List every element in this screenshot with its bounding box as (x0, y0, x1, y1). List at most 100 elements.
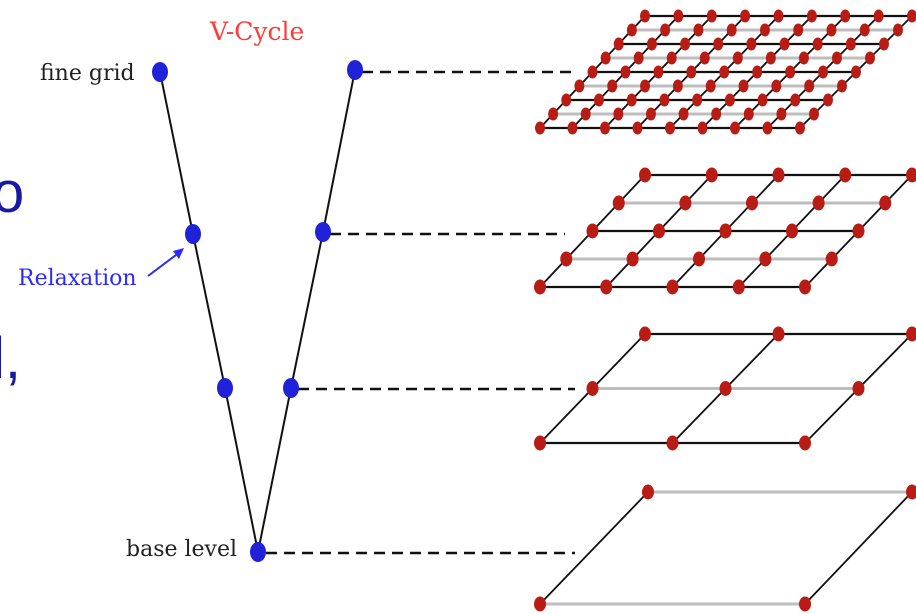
cropped-text-1: o (0, 160, 24, 225)
grid-node (686, 65, 697, 79)
grid-node (706, 9, 717, 23)
grid-node (593, 93, 604, 107)
cropped-text-2: l, (0, 326, 21, 391)
grid-node (809, 107, 819, 121)
grid-node (812, 195, 825, 211)
grid-fine (535, 9, 916, 135)
grid-base (534, 484, 916, 612)
v-cycle-nodes (152, 60, 363, 562)
grid-node (906, 326, 916, 342)
grid-node (732, 279, 745, 295)
grid-node (879, 37, 889, 51)
grid-node (626, 251, 639, 267)
grid-node (825, 251, 838, 267)
grid-node (772, 167, 785, 183)
grid-node (762, 121, 773, 135)
grid-node (906, 484, 916, 500)
grid-node (759, 251, 772, 267)
grid-node (673, 9, 684, 23)
grid-node (705, 79, 716, 93)
grid-levels (534, 9, 916, 612)
grid-node (798, 51, 809, 65)
grid-node (851, 65, 861, 79)
grid-level-3 (534, 326, 916, 451)
grid-node (659, 93, 670, 107)
grid-node (839, 167, 852, 183)
relaxation-label: Relaxation (18, 266, 137, 291)
grid-node (713, 37, 724, 51)
grid-node (812, 37, 823, 51)
node-fine-left (152, 62, 168, 82)
base-level-label: base level (126, 537, 237, 562)
grid-node (785, 65, 796, 79)
grid-node (765, 51, 776, 65)
node-l3-right (283, 378, 299, 398)
grid-node (837, 79, 847, 93)
grid-node (719, 65, 730, 79)
grid-node (831, 51, 842, 65)
grid-node (548, 107, 559, 121)
grid-node (873, 9, 884, 23)
grid-node (561, 93, 572, 107)
v-cycle-line (159, 69, 356, 553)
grid-node (740, 9, 751, 23)
node-l3-left (217, 378, 233, 398)
grid-node (790, 93, 801, 107)
grid-node (752, 65, 763, 79)
grid-node (786, 223, 798, 239)
grid-node (679, 195, 692, 211)
grid-node (772, 326, 785, 342)
diagram-title: V-Cycle (209, 17, 304, 46)
grid-node (672, 79, 683, 93)
grid-node (600, 51, 611, 65)
grid-node (612, 195, 625, 211)
grid-node (693, 251, 705, 267)
grid-node (646, 37, 657, 51)
grid-node (799, 435, 811, 451)
grid-node (640, 9, 650, 23)
grid-node (906, 167, 916, 183)
grid-node (840, 9, 851, 23)
grid-node (859, 23, 870, 37)
grid-node (665, 121, 675, 135)
grid-node (666, 51, 677, 65)
grid-node (626, 93, 637, 107)
node-l2-left (185, 224, 201, 244)
grid-node (799, 279, 811, 295)
grid-node (879, 195, 892, 211)
grid-node (642, 484, 654, 500)
grid-node (666, 279, 679, 295)
grid-node (799, 596, 811, 612)
grid-node (600, 121, 610, 135)
grid-node (535, 121, 545, 135)
grid-node (534, 596, 546, 612)
grid-node (757, 93, 768, 107)
node-fine-right (347, 60, 363, 80)
grid-node (746, 195, 758, 211)
grid-node (852, 381, 865, 396)
grid-node (620, 65, 631, 79)
relaxation-arrow (147, 248, 184, 277)
grid-node (743, 107, 754, 121)
grid-node (724, 93, 735, 107)
grid-node (732, 51, 743, 65)
level-connectors (266, 70, 575, 555)
grid-node (534, 435, 546, 451)
grid-node (795, 121, 805, 135)
grid-node (845, 37, 856, 51)
grid-node (633, 51, 644, 65)
grid-node (893, 23, 903, 37)
grid-node (759, 23, 770, 37)
grid-node (645, 107, 656, 121)
grid-node (823, 93, 833, 107)
grid-node (699, 51, 710, 65)
grid-node (804, 79, 815, 93)
grid-node (534, 279, 546, 295)
grid-node (771, 79, 782, 93)
grid-node (613, 37, 624, 51)
grid-column-line (804, 491, 913, 605)
grid-node (697, 121, 708, 135)
grid-node (560, 251, 573, 267)
grid-column-line (539, 491, 649, 605)
